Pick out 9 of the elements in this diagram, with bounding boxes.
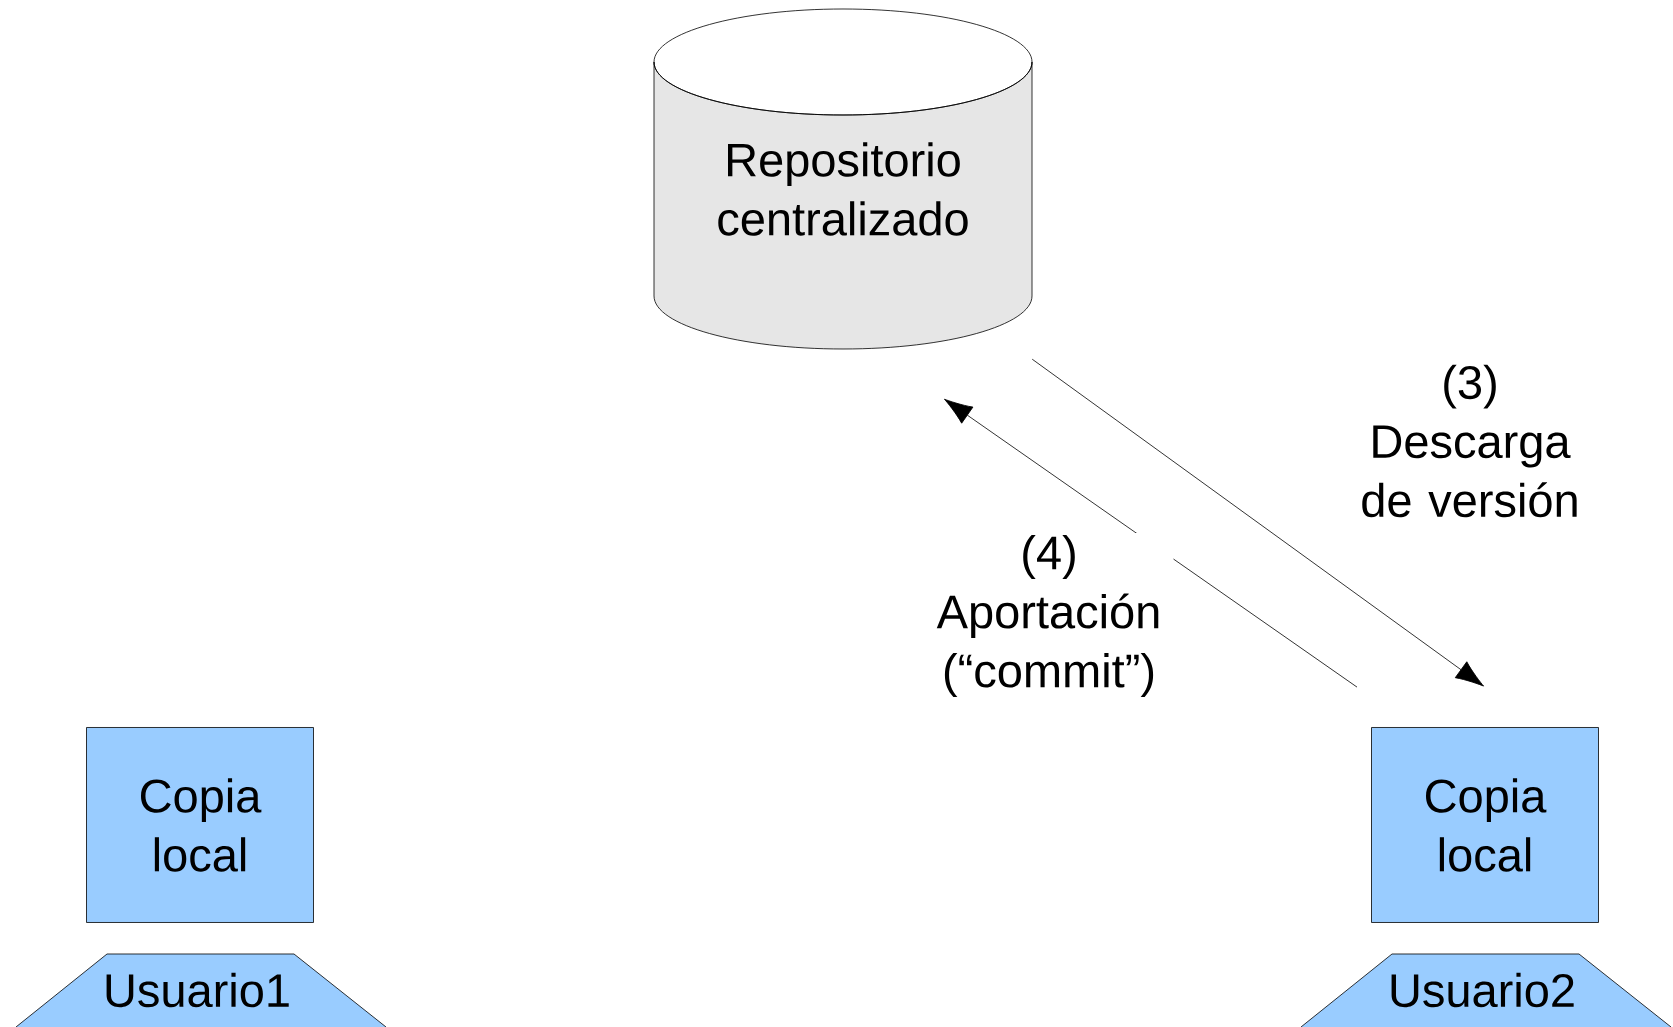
copy-box: Copia local bbox=[86, 727, 314, 923]
user-trapezoid: Usuario2 bbox=[1300, 953, 1672, 1027]
arrow bbox=[1031, 358, 1484, 687]
arrow bbox=[944, 398, 1358, 688]
edge-label: (3) Descarga de versión bbox=[1345, 362, 1595, 520]
copy-box: Copia local bbox=[1371, 727, 1599, 923]
cylinder: Repositorio centralizado bbox=[653, 8, 1033, 350]
edge-label: (4) Aportación (“commit”) bbox=[924, 533, 1174, 699]
user-trapezoid: Usuario1 bbox=[15, 953, 387, 1027]
